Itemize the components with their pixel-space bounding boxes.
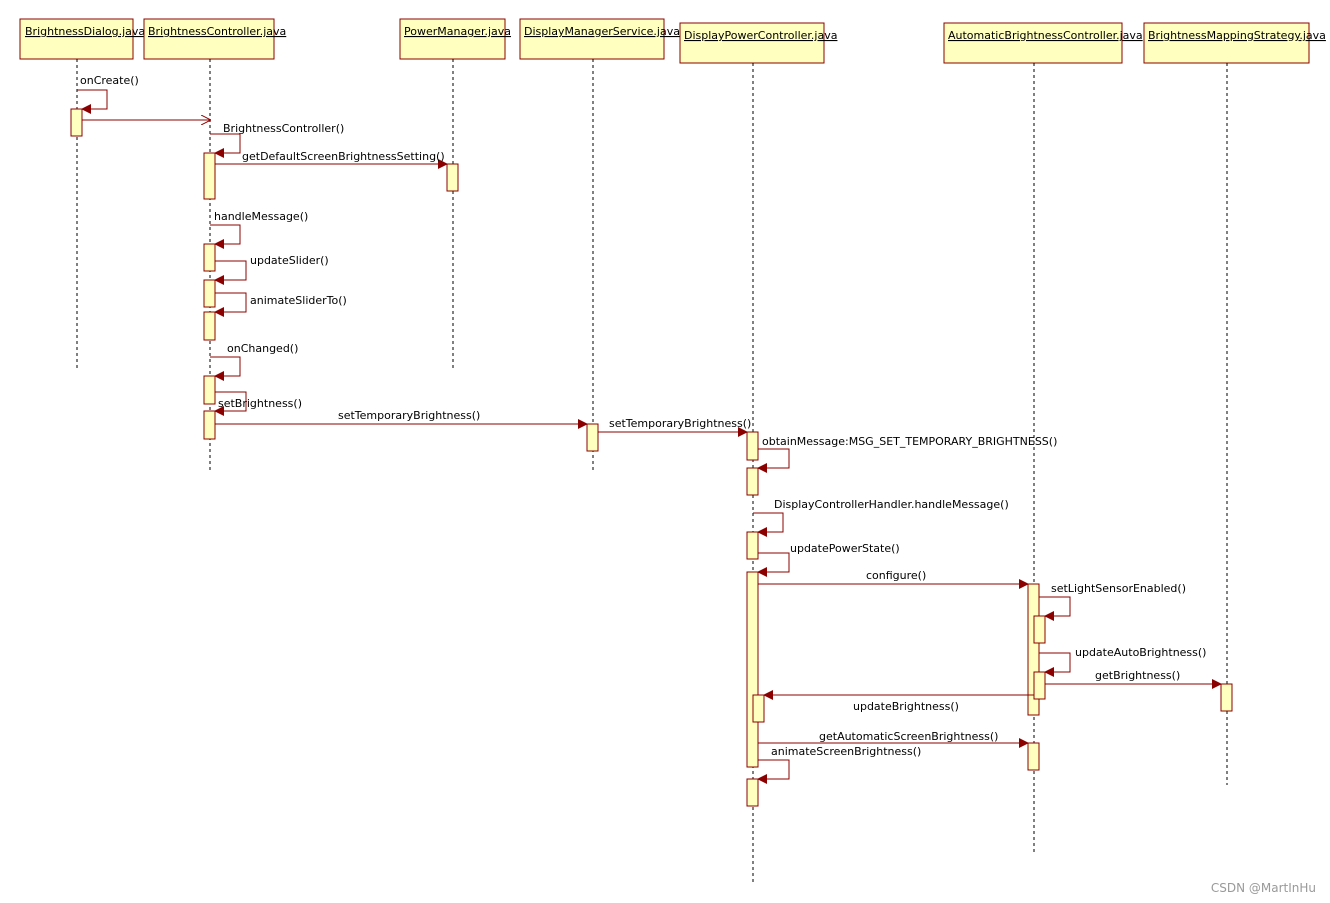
svg-text:DisplayControllerHandler.handl: DisplayControllerHandler.handleMessage() (774, 498, 1009, 511)
participant-brightness-dialog: BrightnessDialog.java (19, 18, 145, 60)
message-set-brightness: setBrightness() (214, 391, 302, 416)
message-update-slider: updateSlider() (214, 254, 329, 285)
activation-bar (203, 311, 216, 341)
svg-text:getDefaultScreenBrightnessSett: getDefaultScreenBrightnessSetting() (242, 150, 445, 163)
message-set-temporary-brightness-dms: setTemporaryBrightness() (215, 409, 588, 429)
svg-text:BrightnessController(): BrightnessController() (223, 122, 344, 135)
activation-bar (1027, 583, 1040, 716)
svg-text:PowerManager.java: PowerManager.java (404, 25, 511, 38)
svg-text:updateBrightness(): updateBrightness() (853, 700, 959, 713)
activation-bar (1033, 615, 1046, 644)
svg-text:updateAutoBrightness(): updateAutoBrightness() (1075, 646, 1206, 659)
svg-text:animateSliderTo(): animateSliderTo() (250, 294, 347, 307)
message-update-auto-brightness: updateAutoBrightness() (1039, 646, 1206, 677)
svg-text:animateScreenBrightness(): animateScreenBrightness() (771, 745, 921, 758)
message-update-power-state: updatePowerState() (757, 542, 900, 577)
activation-bar (746, 431, 759, 461)
activation-bar (746, 571, 759, 768)
participant-brightness-controller: BrightnessController.java (143, 18, 286, 60)
activation-bar (203, 243, 216, 272)
participant-automatic-brightness-controller: AutomaticBrightnessController.java (943, 22, 1143, 64)
message-brightness-controller: BrightnessController() (210, 122, 344, 158)
message-get-brightness: getBrightness() (1045, 669, 1222, 689)
participant-display-manager-service: DisplayManagerService.java (519, 18, 680, 60)
message-animate-screen-brightness: animateScreenBrightness() (757, 745, 921, 784)
participant-display-power-controller: DisplayPowerController.java (679, 22, 837, 64)
svg-text:BrightnessController.java: BrightnessController.java (148, 25, 286, 38)
message-get-default-screen-brightness: getDefaultScreenBrightnessSetting() (215, 150, 448, 169)
svg-text:onCreate(): onCreate() (80, 74, 139, 87)
message-animate-slider-to: animateSliderTo() (214, 292, 347, 317)
message-get-automatic-screen-brightness: getAutomaticScreenBrightness() (758, 730, 1029, 748)
message-handle-message: handleMessage() (210, 210, 308, 249)
svg-text:onChanged(): onChanged() (227, 342, 298, 355)
activation-bar (752, 694, 765, 723)
activation-bar (746, 467, 759, 496)
activation-bar (446, 163, 459, 192)
participant-brightness-mapping-strategy: BrightnessMappingStrategy.java (1143, 22, 1326, 64)
activation-bar (203, 279, 216, 308)
svg-text:updatePowerState(): updatePowerState() (790, 542, 900, 555)
message-set-light-sensor-enabled: setLightSensorEnabled() (1039, 582, 1186, 621)
svg-text:setTemporaryBrightness(): setTemporaryBrightness() (609, 417, 751, 430)
svg-text:BrightnessDialog.java: BrightnessDialog.java (25, 25, 145, 38)
message-display-controller-handler: DisplayControllerHandler.handleMessage() (753, 498, 1009, 537)
message-obtain-message: obtainMessage:MSG_SET_TEMPORARY_BRIGHTNE… (757, 435, 1057, 473)
activation-bar (70, 108, 83, 137)
svg-text:handleMessage(): handleMessage() (214, 210, 308, 223)
activation-bar (746, 531, 759, 560)
svg-text:DisplayManagerService.java: DisplayManagerService.java (524, 25, 680, 38)
svg-text:setLightSensorEnabled(): setLightSensorEnabled() (1051, 582, 1186, 595)
activation-bar (203, 410, 216, 440)
message-set-temporary-brightness-dpc: setTemporaryBrightness() (598, 417, 751, 437)
message-update-brightness: updateBrightness() (763, 690, 1034, 713)
svg-text:getAutomaticScreenBrightness(): getAutomaticScreenBrightness() (819, 730, 998, 743)
svg-text:updateSlider(): updateSlider() (250, 254, 329, 267)
activation-bar (1033, 671, 1046, 700)
message-on-changed: onChanged() (210, 342, 298, 381)
svg-text:setBrightness(): setBrightness() (218, 397, 302, 410)
activation-bar (746, 778, 759, 807)
message-oncreate: onCreate() (77, 74, 139, 114)
activation-bar (203, 375, 216, 405)
svg-text:setTemporaryBrightness(): setTemporaryBrightness() (338, 409, 480, 422)
svg-text:configure(): configure() (866, 569, 926, 582)
svg-text:DisplayPowerController.java: DisplayPowerController.java (684, 29, 837, 42)
activation-bar (203, 152, 216, 200)
svg-text:AutomaticBrightnessController.: AutomaticBrightnessController.java (948, 29, 1143, 42)
activation-bar (1220, 683, 1233, 712)
activation-bar (1027, 742, 1040, 771)
svg-text:BrightnessMappingStrategy.java: BrightnessMappingStrategy.java (1148, 29, 1326, 42)
watermark: CSDN @MartInHu (1210, 881, 1316, 895)
message-configure: configure() (758, 569, 1029, 589)
activation-bar (586, 423, 599, 452)
participant-power-manager: PowerManager.java (399, 18, 511, 60)
svg-text:getBrightness(): getBrightness() (1095, 669, 1180, 682)
svg-text:obtainMessage:MSG_SET_TEMPORAR: obtainMessage:MSG_SET_TEMPORARY_BRIGHTNE… (762, 435, 1057, 448)
